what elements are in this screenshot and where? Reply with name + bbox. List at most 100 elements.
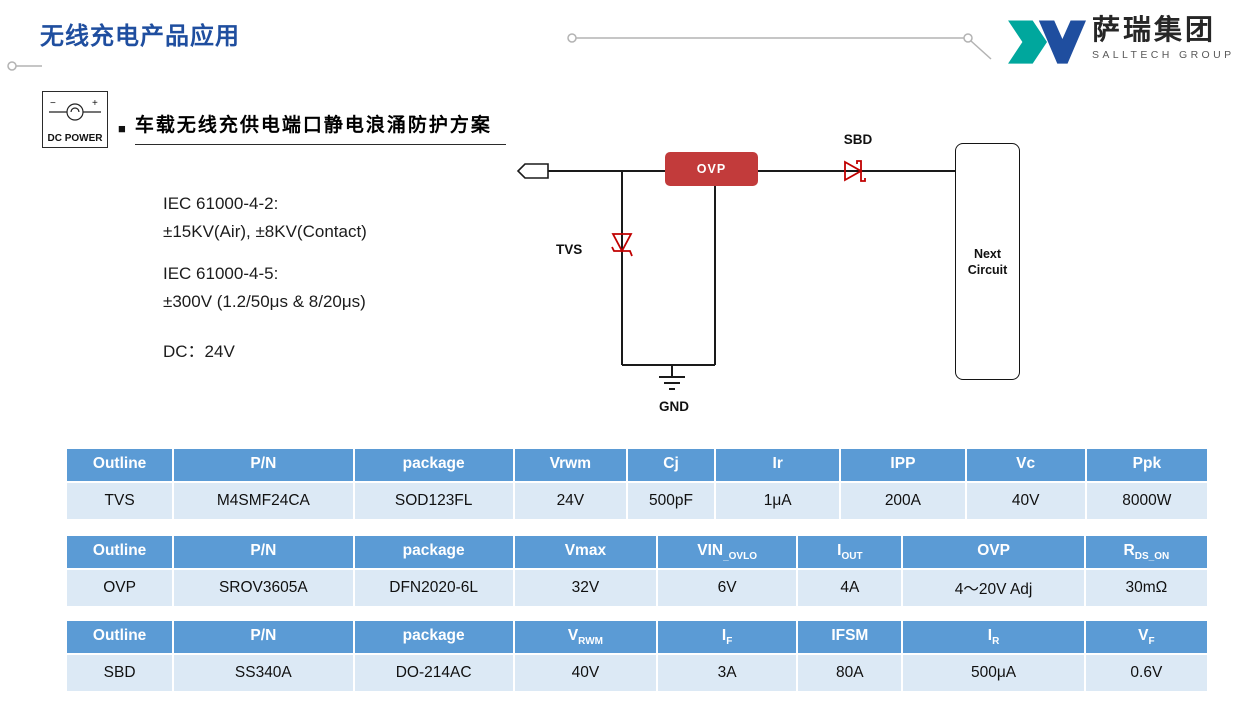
- table-cell: 1μA: [714, 481, 842, 521]
- column-header: Ir: [714, 447, 842, 483]
- column-header: Vrwm: [512, 447, 628, 483]
- next-circuit-label-line1: Next: [973, 246, 1002, 261]
- gnd-label: GND: [659, 399, 689, 414]
- table-cell: 24V: [512, 481, 628, 521]
- table-cell: 0.6V: [1083, 653, 1210, 693]
- spec-line: ±15KV(Air), ±8KV(Contact): [163, 222, 367, 241]
- column-header-text: V: [567, 626, 579, 644]
- column-header-text: Ppk: [1132, 454, 1162, 472]
- section-heading: ■ 车载无线充供电端口静电浪涌防护方案: [118, 110, 506, 145]
- column-header-subscript: F: [1148, 636, 1155, 648]
- table-cell: 4～20V Adj: [901, 568, 1086, 608]
- dc-minus-sign: −: [50, 98, 56, 109]
- table-cell: 6V: [656, 568, 799, 608]
- column-header-text: Vrwm: [549, 454, 592, 472]
- sbd-parameters-table: Outline P/N package VRWM IF IFSM IR VF S…: [64, 619, 1210, 693]
- section-heading-text: 车载无线充供电端口静电浪涌防护方案: [134, 110, 506, 145]
- table-cell: 80A: [796, 653, 904, 693]
- table-header-row: Outline P/N package VRWM IF IFSM IR VF: [64, 619, 1210, 655]
- column-header: package: [352, 534, 515, 570]
- ground-icon: [659, 376, 685, 390]
- logo-text: 萨瑞集团 SALLTECH GROUP: [1092, 12, 1235, 61]
- sbd-diode-icon: [844, 160, 866, 182]
- column-header-text: R: [1123, 541, 1135, 559]
- table-cell: TVS: [64, 481, 175, 521]
- tvs-parameters-table: Outline P/N package Vrwm Cj Ir IPP Vc Pp…: [64, 447, 1210, 521]
- dc-plug-icon: − +: [49, 98, 101, 121]
- column-header: OVP: [901, 534, 1086, 570]
- logo-company-name: 萨瑞集团: [1092, 14, 1217, 45]
- spec-line: IEC 61000-4-2:: [163, 194, 279, 213]
- table-cell: 500μA: [901, 653, 1086, 693]
- table-cell: 4A: [796, 568, 904, 608]
- column-header-subscript: RWM: [578, 636, 603, 648]
- logo: 萨瑞集团 SALLTECH GROUP: [1006, 12, 1235, 68]
- column-header: RDS_ON: [1083, 534, 1210, 570]
- column-header: Vmax: [512, 534, 659, 570]
- ovp-label: OVP: [696, 162, 727, 176]
- table-cell: M4SMF24CA: [172, 481, 355, 521]
- table-cell: OVP: [64, 568, 175, 608]
- column-header-text: VIN: [697, 541, 724, 559]
- column-header-text: Cj: [663, 454, 679, 472]
- column-header: IOUT: [796, 534, 904, 570]
- sbd-label: SBD: [843, 132, 873, 147]
- column-header-text: Vc: [1016, 454, 1036, 472]
- table-cell: 30mΩ: [1083, 568, 1210, 608]
- table-header-row: Outline P/N package Vrwm Cj Ir IPP Vc Pp…: [64, 447, 1210, 483]
- column-header-text: IPP: [890, 454, 916, 472]
- column-header-text: package: [402, 541, 465, 559]
- table-cell: 200A: [839, 481, 967, 521]
- spec-line: DC：24V: [163, 342, 235, 361]
- decorative-lines: [7, 33, 992, 71]
- table-cell: SROV3605A: [172, 568, 355, 608]
- column-header: Outline: [64, 534, 175, 570]
- column-header: package: [352, 447, 515, 483]
- spec-line: IEC 61000-4-5:: [163, 264, 279, 283]
- column-header: P/N: [172, 534, 355, 570]
- table-data-row: SBD SS340A DO-214AC 40V 3A 80A 500μA 0.6…: [64, 653, 1210, 693]
- column-header: P/N: [172, 619, 355, 655]
- ovp-parameters-table: Outline P/N package Vmax VIN_OVLO IOUT O…: [64, 534, 1210, 608]
- table-cell: 3A: [656, 653, 799, 693]
- column-header-subscript: R: [992, 636, 1000, 648]
- column-header-text: IFSM: [831, 626, 869, 644]
- column-header: IF: [656, 619, 799, 655]
- circuit-wires: [516, 163, 955, 377]
- table-cell: 8000W: [1084, 481, 1210, 521]
- column-header-subscript: F: [726, 636, 733, 648]
- column-header-text: Ir: [772, 454, 783, 472]
- column-header-text: P/N: [250, 626, 277, 644]
- table-cell: SOD123FL: [352, 481, 515, 521]
- page-title: 无线充电产品应用: [40, 23, 240, 50]
- column-header-text: package: [402, 454, 465, 472]
- column-header-text: Outline: [92, 454, 147, 472]
- column-header: Vc: [964, 447, 1087, 483]
- column-header-text: OVP: [977, 541, 1010, 559]
- spec-line: ±300V (1.2/50μs & 8/20μs): [163, 292, 366, 311]
- bullet-icon: ■: [118, 121, 126, 136]
- tvs-diode-icon: [611, 233, 633, 257]
- next-circuit-block: Next Circuit: [955, 143, 1020, 380]
- table-cell: 500pF: [625, 481, 717, 521]
- table-cell: 40V: [512, 653, 659, 693]
- column-header: P/N: [172, 447, 355, 483]
- spec-text-block: IEC 61000-4-2: ±15KV(Air), ±8KV(Contact)…: [163, 190, 367, 366]
- table-header-row: Outline P/N package Vmax VIN_OVLO IOUT O…: [64, 534, 1210, 570]
- table-data-row: OVP SROV3605A DFN2020-6L 32V 6V 4A 4～20V…: [64, 568, 1210, 608]
- circuit-diagram: [516, 160, 955, 390]
- column-header: Cj: [625, 447, 717, 483]
- column-header: Outline: [64, 447, 175, 483]
- column-header-text: I: [987, 626, 993, 644]
- column-header-subscript: OUT: [841, 551, 863, 563]
- table-cell: 32V: [512, 568, 659, 608]
- column-header-text: I: [837, 541, 842, 559]
- column-header-text: Outline: [92, 626, 147, 644]
- column-header-text: P/N: [250, 454, 277, 472]
- table-cell: DO-214AC: [352, 653, 515, 693]
- column-header: IPP: [839, 447, 967, 483]
- table-cell: SS340A: [172, 653, 355, 693]
- column-header-text: P/N: [250, 541, 277, 559]
- column-header-text: Outline: [92, 541, 147, 559]
